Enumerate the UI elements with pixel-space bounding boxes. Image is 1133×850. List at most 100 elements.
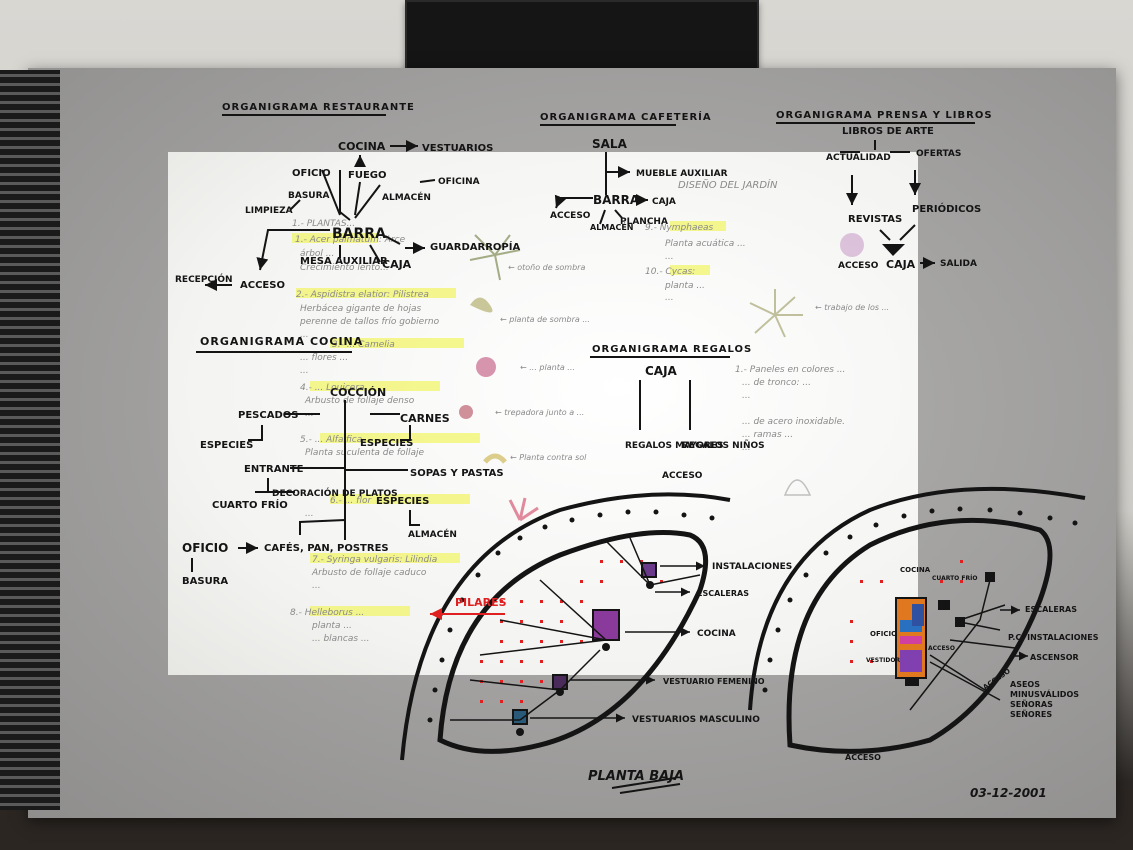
garden-heading: DISEÑO DEL JARDÍN <box>678 178 778 191</box>
svg-text:ACCESO: ACCESO <box>240 280 285 291</box>
svg-text:CARNES: CARNES <box>400 412 450 425</box>
title-planta: PLANTA BAJA <box>588 769 684 784</box>
svg-text:CAJA: CAJA <box>652 197 676 207</box>
svg-text:ALMACÉN: ALMACÉN <box>382 191 431 203</box>
garden-notes: DISEÑO DEL JARDÍN 1.- PLANTAS... 1.- Ace… <box>290 178 889 644</box>
svg-text:PESCADOS: PESCADOS <box>238 410 298 421</box>
svg-text:← trabajo de los ...: ← trabajo de los ... <box>815 303 889 312</box>
svg-text:PLANCHA: PLANCHA <box>620 217 668 227</box>
svg-text:SALA: SALA <box>592 137 628 151</box>
svg-text:LIBROS DE ARTE: LIBROS DE ARTE <box>842 126 934 137</box>
organigrama-prensa: ORGANIGRAMA PRENSA Y LIBROS LIBROS DE AR… <box>776 110 993 271</box>
svg-text:planta ...: planta ... <box>311 621 352 631</box>
svg-text:... blancas ...: ... blancas ... <box>312 634 369 644</box>
svg-text:DECORACIÓN DE PLATOS: DECORACIÓN DE PLATOS <box>272 487 398 499</box>
svg-text:CAJA: CAJA <box>886 258 916 271</box>
svg-text:Arbusto de follaje denso: Arbusto de follaje denso <box>304 396 415 406</box>
svg-text:P.C. INSTALACIONES: P.C. INSTALACIONES <box>1008 633 1099 642</box>
svg-text:REGALOS MAYORES: REGALOS MAYORES <box>625 441 724 451</box>
svg-text:OFICIO: OFICIO <box>182 541 228 555</box>
svg-text:ALMACÉN: ALMACÉN <box>590 221 633 232</box>
organigrama-regalos: ORGANIGRAMA REGALOS CAJA REGALOS MAYORES… <box>590 344 765 481</box>
svg-text:CAFÉS, PAN, POSTRES: CAFÉS, PAN, POSTRES <box>264 541 389 554</box>
svg-text:VESTUARIO FEMENINO: VESTUARIO FEMENINO <box>663 677 765 686</box>
plan-left: INSTALACIONES ESCALERAS COCINA VESTUARIO… <box>400 492 792 794</box>
svg-text:...: ... <box>300 330 309 340</box>
svg-text:SALIDA: SALIDA <box>940 259 977 269</box>
title-prensa: ORGANIGRAMA PRENSA Y LIBROS <box>776 110 993 121</box>
svg-text:COCINA: COCINA <box>697 629 736 639</box>
svg-text:REGALOS NIÑOS: REGALOS NIÑOS <box>682 440 765 451</box>
svg-text:...: ... <box>300 366 309 376</box>
svg-text:← ... planta ...: ← ... planta ... <box>520 363 575 372</box>
svg-text:CAJA: CAJA <box>382 258 412 271</box>
svg-text:FUEGO: FUEGO <box>348 170 387 181</box>
svg-text:CUARTO FRÍO: CUARTO FRÍO <box>212 498 288 511</box>
svg-text:BASURA: BASURA <box>182 576 228 587</box>
svg-text:VESTUARIOS MASCULINO: VESTUARIOS MASCULINO <box>632 715 760 725</box>
svg-text:OFERTAS: OFERTAS <box>916 149 961 159</box>
svg-text:6.- ... flor: 6.- ... flor <box>330 496 372 506</box>
svg-text:...: ... <box>305 509 314 519</box>
svg-text:ENTRANTE: ENTRANTE <box>244 464 304 475</box>
title-cafeteria: ORGANIGRAMA CAFETERÍA <box>540 110 712 123</box>
svg-text:REVISTAS: REVISTAS <box>848 214 902 225</box>
title-restaurante: ORGANIGRAMA RESTAURANTE <box>222 102 415 113</box>
svg-text:...: ... <box>742 391 751 401</box>
svg-text:planta ...: planta ... <box>664 281 705 291</box>
aseos-label: ASEOS MINUSVÁLIDOS SEÑORAS SEÑORES <box>1010 680 1080 719</box>
organigrama-cocina: ORGANIGRAMA COCINA COCCIÓN PESCADOS CARN… <box>182 335 504 587</box>
svg-text:... de acero inoxidable.: ... de acero inoxidable. <box>742 417 845 427</box>
svg-text:OFICIO: OFICIO <box>870 630 897 638</box>
svg-text:SOPAS Y PASTAS: SOPAS Y PASTAS <box>410 468 504 479</box>
svg-text:Arbusto de follaje caduco: Arbusto de follaje caduco <box>311 568 427 578</box>
svg-text:ESPECIES: ESPECIES <box>376 496 429 507</box>
svg-text:9.- Nymphaeas: 9.- Nymphaeas <box>645 223 714 233</box>
svg-text:← planta de sombra ...: ← planta de sombra ... <box>500 315 590 324</box>
svg-text:ACCESO: ACCESO <box>928 645 955 652</box>
plan-right: COCINA CUARTO FRÍO OFICIO VESTIDOR ACCES… <box>748 486 1099 800</box>
svg-text:Herbácea gigante de hojas: Herbácea gigante de hojas <box>300 304 422 314</box>
svg-text:5.- ... Alfalfica: 5.- ... Alfalfica <box>300 435 362 445</box>
svg-text:... ramas ...: ... ramas ... <box>742 430 793 440</box>
title-cocina: ORGANIGRAMA COCINA <box>200 335 363 348</box>
svg-text:Crecimiento lento...: Crecimiento lento... <box>300 263 389 273</box>
svg-text:... flores ...: ... flores ... <box>300 353 348 363</box>
svg-text:COCINA: COCINA <box>338 140 386 153</box>
svg-text:LIMPIEZA: LIMPIEZA <box>245 206 293 216</box>
svg-text:OFICINA: OFICINA <box>438 177 480 187</box>
svg-text:Planta acuática ...: Planta acuática ... <box>665 239 746 249</box>
svg-text:OFICIO: OFICIO <box>292 168 331 179</box>
svg-text:GUARDARROPÍA: GUARDARROPÍA <box>430 240 520 253</box>
svg-text:perenne de tallos frío gobiern: perenne de tallos frío gobierno <box>299 317 440 327</box>
svg-text:COCCIÓN: COCCIÓN <box>330 386 386 399</box>
svg-text:ACCESO: ACCESO <box>845 753 881 762</box>
svg-text:PILARES: PILARES <box>455 596 507 609</box>
svg-text:BARRA: BARRA <box>593 193 640 207</box>
svg-text:ESPECIES: ESPECIES <box>200 440 253 451</box>
svg-text:← trepadora junto a ...: ← trepadora junto a ... <box>495 408 584 417</box>
svg-text:ASCENSOR: ASCENSOR <box>1030 653 1079 662</box>
svg-text:VESTUARIOS: VESTUARIOS <box>422 143 493 154</box>
svg-text:... de tronco: ...: ... de tronco: ... <box>742 378 811 388</box>
svg-text:ESPECIES: ESPECIES <box>360 438 413 449</box>
svg-text:ACTUALIDAD: ACTUALIDAD <box>826 153 891 163</box>
svg-text:RECEPCIÓN: RECEPCIÓN <box>175 273 233 285</box>
column-dots <box>427 509 715 723</box>
svg-text:CAJA: CAJA <box>645 364 678 378</box>
svg-text:ACCESO: ACCESO <box>662 471 703 481</box>
svg-text:...: ... <box>312 581 321 591</box>
spiral-binding <box>0 70 60 810</box>
garden-plantas: 1.- PLANTAS... <box>292 219 355 229</box>
svg-text:2.- Aspidistra elatior: Pilist: 2.- Aspidistra elatior: Pilistrea <box>296 290 429 300</box>
title-regalos: ORGANIGRAMA REGALOS <box>592 344 752 355</box>
svg-text:COCINA: COCINA <box>900 566 931 574</box>
svg-text:VESTIDOR: VESTIDOR <box>866 657 900 664</box>
sheet-date: 03-12-2001 <box>970 786 1047 800</box>
organigrama-cafeteria: ORGANIGRAMA CAFETERÍA SALA MUEBLE AUXILI… <box>540 110 728 232</box>
svg-text:1.- Acer palmatum: Arce: 1.- Acer palmatum: Arce <box>295 235 406 245</box>
svg-text:INSTALACIONES: INSTALACIONES <box>712 562 792 572</box>
svg-text:7.- Syringa vulgaris: Lilindia: 7.- Syringa vulgaris: Lilindia <box>312 555 437 565</box>
svg-text:4.- ... Louicera: 4.- ... Louicera <box>300 383 365 393</box>
